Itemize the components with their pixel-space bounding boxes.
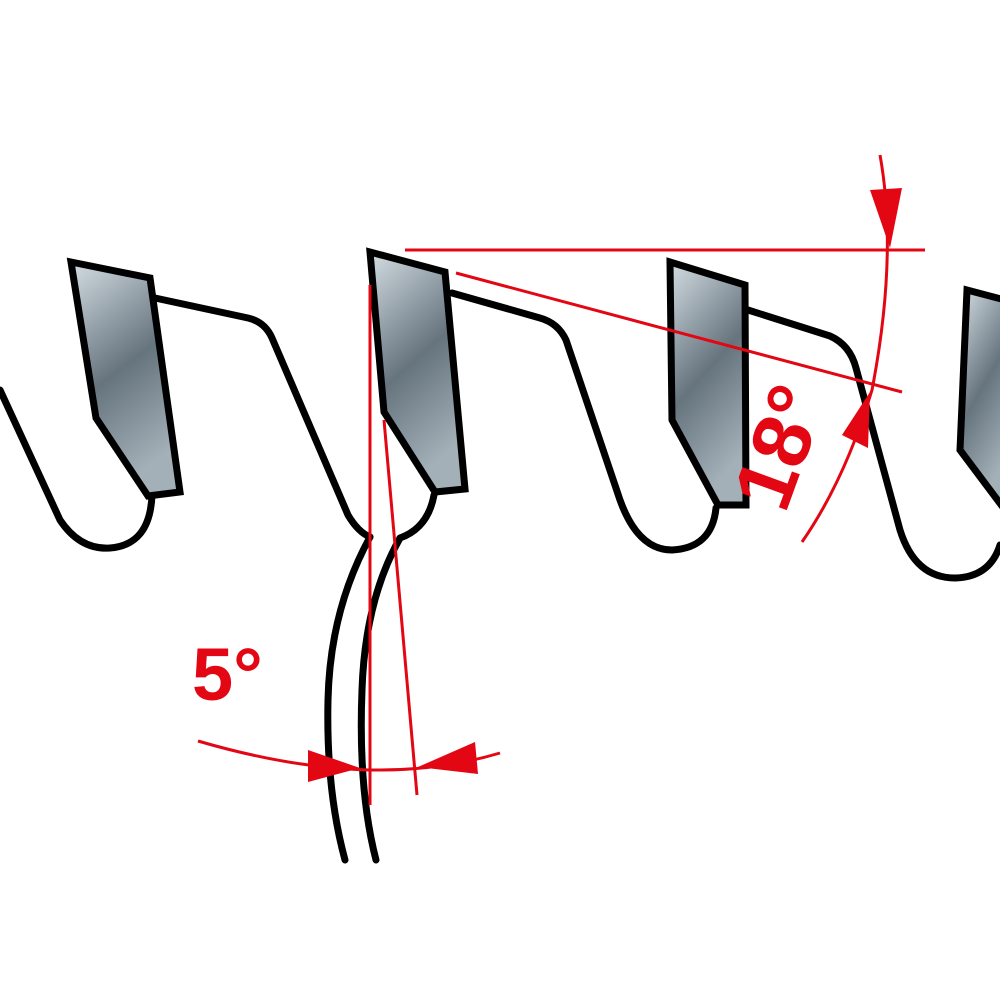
- clearance-arrow-right-icon: [418, 742, 478, 774]
- body-left-edge: [324, 533, 374, 864]
- tooth-2-back: [448, 289, 720, 554]
- clearance-line: [382, 419, 419, 796]
- hook-arrow-bottom-icon: [842, 392, 870, 448]
- tooth-tip-3: [666, 257, 750, 509]
- tooth-tip-4: [956, 285, 1000, 510]
- annotation-guides: [197, 154, 925, 805]
- clearance-angle-label-digit: 5°: [192, 633, 263, 716]
- clearance-arrow-left-icon: [308, 750, 360, 782]
- tooth-tip-1: [66, 257, 184, 500]
- tooth-3-back: [744, 306, 1000, 582]
- angle-labels: 5° 18°: [192, 373, 844, 716]
- tooth-tip-2: [366, 247, 469, 496]
- gullet-2: [396, 491, 438, 542]
- body-right-edge: [357, 534, 404, 864]
- gullet-1: [0, 386, 156, 552]
- tooth-1-back: [151, 294, 374, 541]
- hook-arrow-top-icon: [870, 188, 902, 248]
- blade-outline: [0, 289, 1000, 864]
- hook-face-line: [455, 271, 903, 394]
- carbide-tips: [66, 247, 1000, 510]
